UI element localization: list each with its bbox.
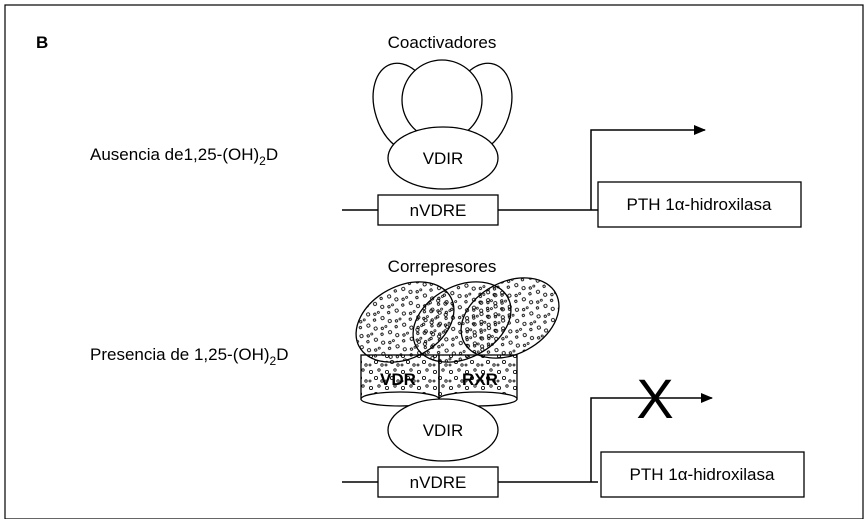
gene-box-bottom: [600, 451, 805, 498]
gene-box-top: [597, 181, 802, 228]
coactivators-label: Coactivadores: [388, 33, 497, 52]
vdir-top: [387, 126, 499, 190]
vdir-bottom: [387, 398, 499, 462]
corepressors-label: Correpresores: [388, 257, 497, 276]
transcription-arrow-top: [590, 125, 706, 210]
gene-top-label: PTH 1α-hidroxilasa: [627, 195, 772, 214]
rxr-label: RXR: [462, 370, 498, 389]
transcription-arrow-bottom: [590, 393, 713, 482]
vdr-label: VDR: [380, 370, 416, 389]
nvdre-box-bottom: [377, 466, 499, 498]
gene-bottom-label: PTH 1α-hidroxilasa: [630, 465, 775, 484]
presence-condition-label: Presencia de 1,25-(OH)2D: [90, 345, 289, 368]
vdir-bottom-label: VDIR: [423, 421, 464, 440]
block-mark: X: [636, 367, 673, 430]
nvdre-bottom-label: nVDRE: [410, 473, 467, 492]
nvdre-box-top: [377, 194, 499, 226]
corepressor-right: [460, 277, 560, 359]
vdir-top-label: VDIR: [423, 149, 464, 168]
nvdre-top-label: nVDRE: [410, 201, 467, 220]
absence-condition-label: Ausencia de1,25-(OH)2D: [90, 145, 278, 168]
panel-label: B: [36, 33, 48, 52]
